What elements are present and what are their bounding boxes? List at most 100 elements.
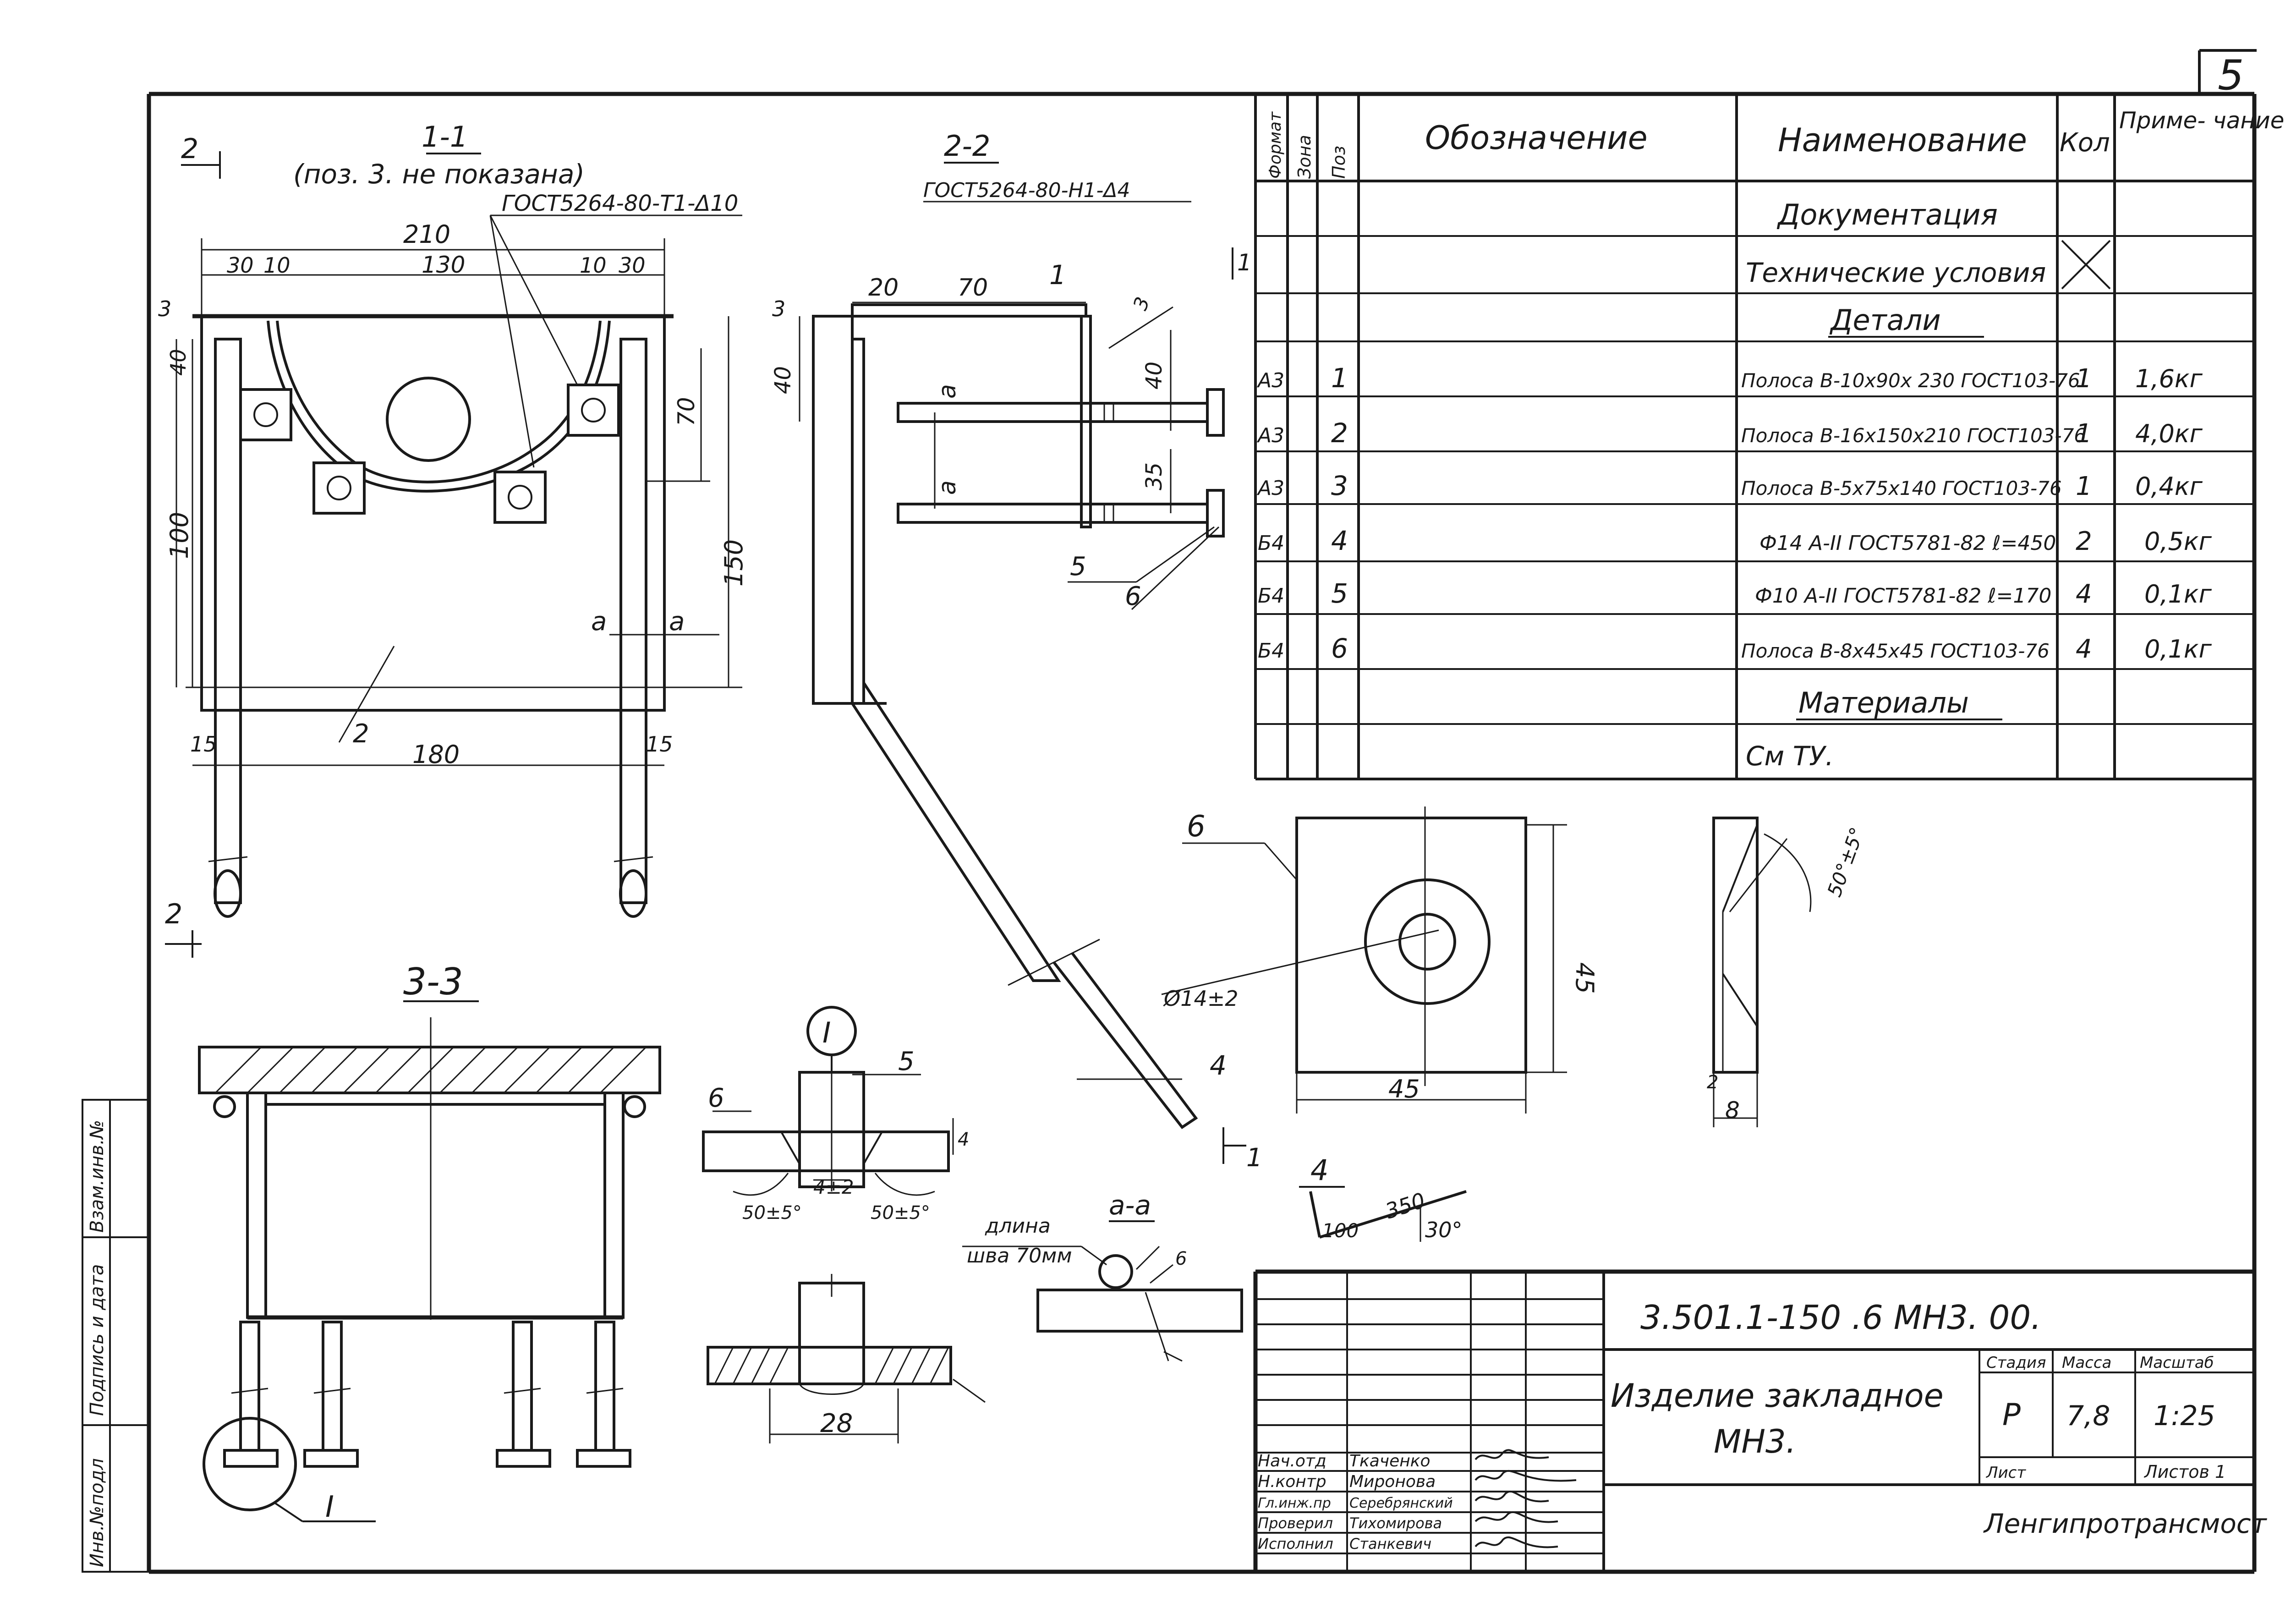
dim-10-right: 10 bbox=[580, 253, 607, 278]
bent-bar-4-angle: 30° bbox=[1425, 1218, 1463, 1242]
view-2-2-pos-6: 6 bbox=[1125, 582, 1141, 611]
spec-section-details: Детали bbox=[1829, 303, 1941, 337]
section-a-a bbox=[962, 1220, 1243, 1362]
dim-3: 3 bbox=[158, 296, 171, 321]
spec-col-name: Наименование bbox=[1778, 121, 2027, 159]
signature-row: Проверил Тихомирова bbox=[1258, 1514, 1442, 1532]
view-2-2 bbox=[799, 162, 1225, 1130]
spec-section-tech: Технические условия bbox=[1746, 257, 2046, 288]
section-a-a-note-2: шва 70мм bbox=[967, 1244, 1072, 1267]
section-a-a-note-1: длина bbox=[985, 1214, 1051, 1238]
view-1-1-title: 1-1 bbox=[422, 120, 468, 154]
view-2-2-title: 2-2 bbox=[944, 129, 990, 163]
view-3-3-title: 3-3 bbox=[403, 960, 463, 1003]
spec-row-6-format: Б4 bbox=[1258, 639, 1284, 663]
spec-row-1-format: А3 bbox=[1256, 369, 1284, 392]
node-I-pos-5: 5 bbox=[898, 1047, 915, 1076]
spec-section-materials: Материалы bbox=[1798, 686, 1969, 719]
plate-6-height: 45 bbox=[1570, 962, 1599, 994]
spec-see-tu: См ТУ. bbox=[1746, 741, 1834, 772]
dim-40-b: 40 bbox=[770, 366, 796, 394]
view-1-1-subtitle: (поз. 3. не показана) bbox=[293, 159, 585, 190]
signature-name-1: Ткаченко bbox=[1349, 1452, 1431, 1470]
spec-row-6-note: 0,1кг bbox=[2144, 635, 2212, 664]
spec-col-format: Формат bbox=[1266, 111, 1285, 179]
dim-15-left: 15 bbox=[190, 732, 217, 757]
view-2-2-pos-1: 1 bbox=[1049, 259, 1066, 291]
bent-bar-4-pos: 4 bbox=[1310, 1153, 1328, 1187]
node-I-label: I bbox=[822, 1016, 831, 1049]
spec-row-3-note: 0,4кг bbox=[2135, 472, 2203, 501]
node-I bbox=[702, 1006, 954, 1196]
signature-row: Гл.инж.пр Серебрянский bbox=[1258, 1495, 1453, 1511]
spec-row-2-name: Полоса В-16х150х210 ГОСТ103-76 bbox=[1741, 424, 2086, 447]
spec-row-1-name: Полоса В-10х90х 230 ГОСТ103-76 bbox=[1741, 369, 2080, 392]
plate-6-angle: 50°±5° bbox=[1823, 824, 1869, 900]
plate-6-thickness: 8 bbox=[1725, 1097, 1740, 1124]
spec-row-1-note: 1,6кг bbox=[2135, 364, 2203, 393]
dim-10-left: 10 bbox=[263, 253, 290, 278]
cut-mark-2-top-label: 2 bbox=[181, 133, 198, 165]
plate-6-width: 45 bbox=[1388, 1075, 1420, 1103]
dim-30-left: 30 bbox=[227, 253, 254, 278]
node-I-small-dim: 4 bbox=[958, 1129, 969, 1150]
dim-40-c: 40 bbox=[1141, 362, 1167, 390]
cut-marker-1-bottom: 1 bbox=[1222, 1127, 1262, 1172]
node-I-gap: 4±2 bbox=[813, 1176, 854, 1198]
spec-row-2-note: 4,0кг bbox=[2135, 419, 2203, 448]
dim-70-b: 70 bbox=[958, 274, 988, 302]
plate-6-pos: 6 bbox=[1187, 810, 1206, 844]
section-a-a-dim: 6 bbox=[1175, 1248, 1187, 1269]
spec-row-4-note: 0,5кг bbox=[2144, 527, 2212, 556]
title-code: 3.501.1-150 .6 МН3. 00. bbox=[1640, 1298, 2041, 1337]
dim-130: 130 bbox=[422, 252, 465, 278]
section-a-left: а bbox=[591, 607, 607, 636]
sheet-number: 5 bbox=[2218, 51, 2244, 99]
side-stamp-replace: Взам.инв.№ bbox=[87, 1120, 108, 1233]
view-1-1 bbox=[175, 153, 742, 918]
signature-row: Нач.отд Ткаченко bbox=[1258, 1452, 1431, 1470]
plate-6-hole: Ø14±2 bbox=[1163, 986, 1239, 1011]
title-scale-label: Масштаб bbox=[2140, 1354, 2214, 1372]
spec-row: Б4 4 Ф14 А-II ГОСТ5781-82 ℓ=450 2 0,5кг bbox=[1258, 525, 2212, 556]
spec-row-2-pos: 2 bbox=[1331, 417, 1348, 449]
view-3-3-node-label: I bbox=[325, 1490, 334, 1524]
node-I-pos-6: 6 bbox=[708, 1083, 724, 1113]
view-1-1-weld-note: ГОСТ5264-80-Т1-Δ10 bbox=[502, 191, 738, 216]
view-2-2-pos-5: 5 bbox=[1070, 552, 1086, 582]
cut-marker-1-right: 1 bbox=[1232, 247, 1252, 280]
bent-bar-4-len1: 100 bbox=[1322, 1219, 1359, 1242]
spec-row-3-pos: 3 bbox=[1331, 470, 1348, 501]
cut-mark-2-bottom-label: 2 bbox=[165, 898, 182, 930]
view-2-2-a1: а bbox=[934, 384, 961, 399]
dim-20: 20 bbox=[868, 274, 899, 302]
spec-row-3-format: А3 bbox=[1256, 477, 1284, 500]
spec-col-designation: Обозначение bbox=[1425, 119, 1648, 157]
title-name-line2: МН3. bbox=[1714, 1423, 1796, 1460]
node-I-angle-left: 50±5° bbox=[742, 1202, 802, 1223]
spec-row-4-format: Б4 bbox=[1258, 532, 1284, 555]
spec-col-pos: Поз bbox=[1329, 146, 1349, 179]
spec-row-3-qty: 1 bbox=[2076, 472, 2092, 501]
hatch bbox=[214, 1046, 647, 1094]
signature-name-3: Серебрянский bbox=[1349, 1495, 1453, 1511]
dim-15-right: 15 bbox=[646, 732, 673, 757]
signature-name-2: Миронова bbox=[1349, 1472, 1436, 1491]
dim-100: 100 bbox=[165, 512, 194, 559]
node-I-angle-right: 50±5° bbox=[871, 1202, 930, 1223]
title-mass-label: Масса bbox=[2062, 1354, 2111, 1372]
plate-6 bbox=[1161, 807, 1812, 1127]
signature-role-3: Гл.инж.пр bbox=[1258, 1495, 1331, 1511]
view-2-2-weld-note: ГОСТ5264-80-Н1-Δ4 bbox=[923, 179, 1130, 202]
title-stage-label: Стадия bbox=[1986, 1354, 2046, 1372]
cut-marker-2-top: 2 bbox=[181, 133, 221, 179]
cut-mark-1-right-label: 1 bbox=[1237, 249, 1252, 276]
title-block bbox=[1253, 1269, 2254, 1572]
dim-70: 70 bbox=[673, 397, 700, 426]
dim-3-b: 3 bbox=[772, 296, 785, 321]
title-org: Ленгипротрансмост bbox=[1983, 1508, 2268, 1539]
side-stamp-inv: Инв.№подл bbox=[87, 1458, 108, 1567]
signature-role-1: Нач.отд bbox=[1258, 1452, 1326, 1470]
dim-40: 40 bbox=[166, 349, 191, 376]
dim-3-c: 3 bbox=[1129, 294, 1154, 313]
